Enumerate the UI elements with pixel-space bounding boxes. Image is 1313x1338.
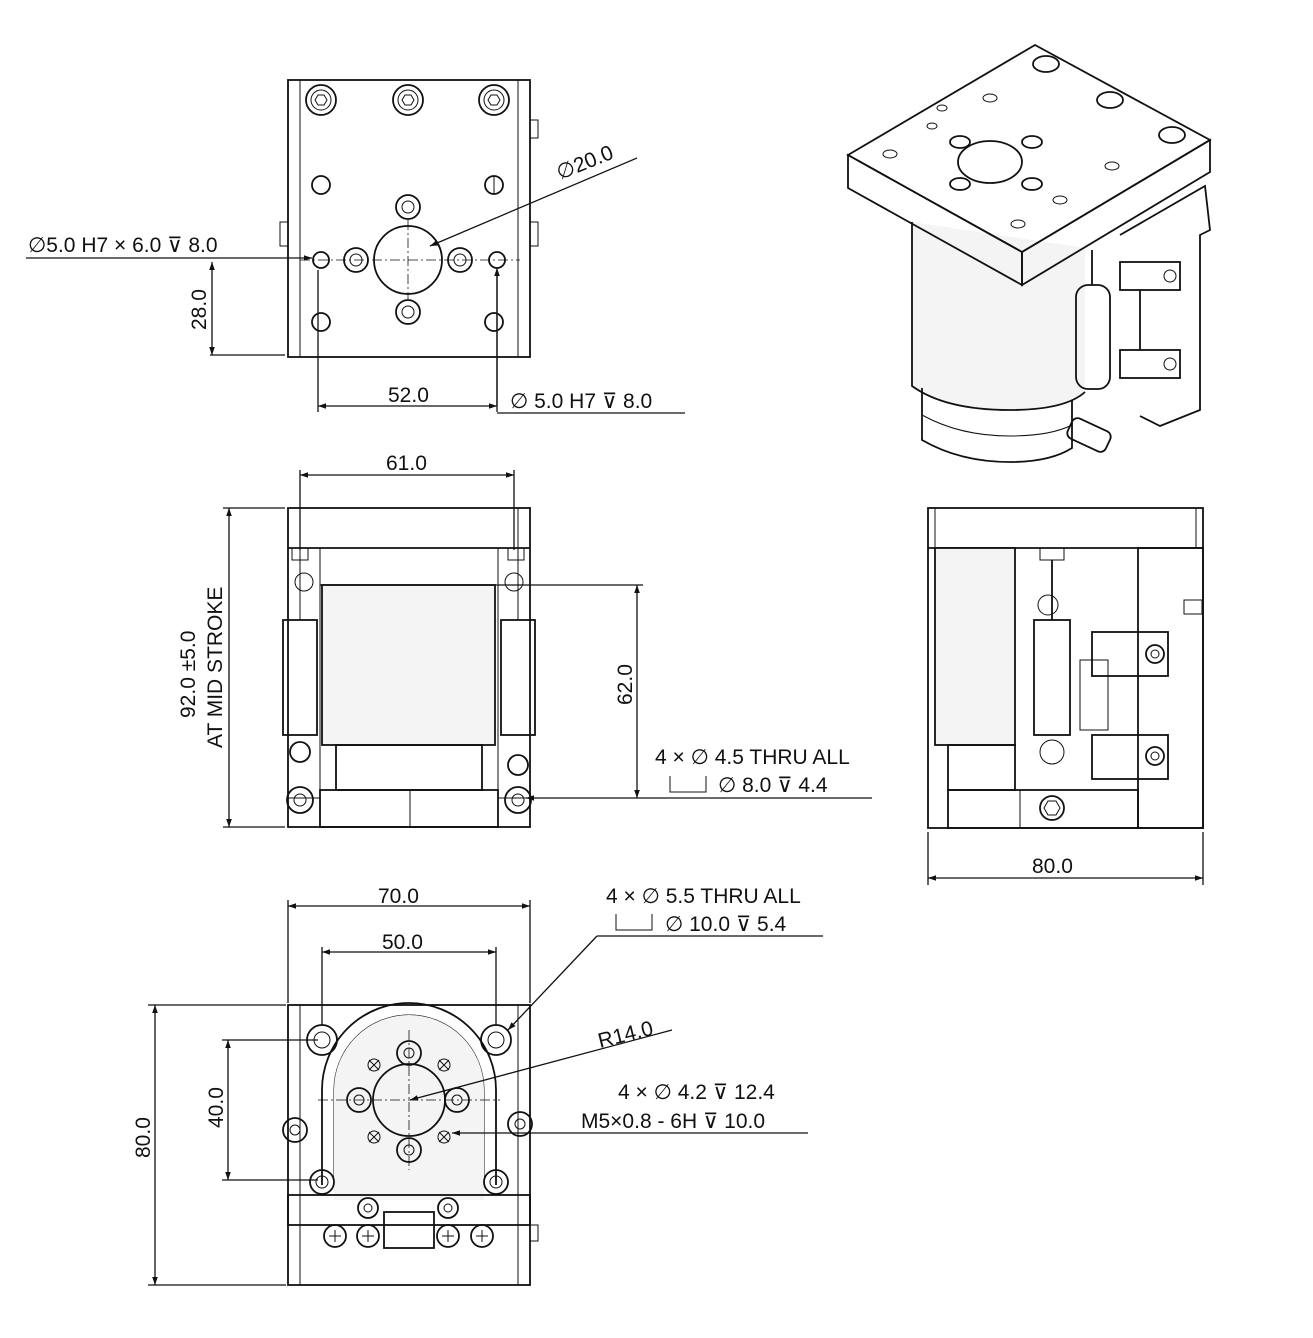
overall-height-line1: 92.0 ±5.0 [177, 631, 200, 718]
hex-nut-icon [1039, 795, 1065, 821]
socket-screw-icon [305, 84, 337, 116]
bottom-hole-callout-line2: ∅ 10.0 ⊽ 5.4 [665, 913, 787, 936]
thread-hole-icon [367, 1130, 381, 1144]
socket-screw-icon [1096, 91, 1124, 109]
isometric-view [846, 43, 1212, 463]
phillips-screw-icon [436, 1224, 460, 1248]
counterbore-hole-icon [504, 786, 532, 814]
socket-screw-icon [949, 135, 971, 149]
socket-screw-icon [1032, 55, 1060, 73]
pin-hole-right-callout: ∅ 5.0 H7 ⊽ 8.0 [510, 390, 652, 413]
socket-screw-icon [357, 1197, 379, 1219]
socket-screw-icon [478, 84, 510, 116]
socket-screw-icon [395, 194, 421, 220]
bottom-inner-width-dimension: 50.0 [382, 931, 423, 954]
phillips-screw-icon [356, 1224, 380, 1248]
thread-hole-icon [367, 1058, 381, 1072]
thread-hole-icon [437, 1058, 451, 1072]
socket-screw-icon [392, 84, 424, 116]
bottom-height-dimension: 40.0 [205, 1087, 228, 1128]
thread-callout-line1: 4 × ∅ 4.2 ⊽ 12.4 [618, 1081, 775, 1104]
bottom-outline [287, 1004, 531, 1286]
front-width-dimension: 61.0 [386, 452, 427, 475]
hex-screw-icon [1145, 644, 1165, 664]
socket-screw-icon [1021, 135, 1043, 149]
counterbore-hole-icon [286, 786, 314, 814]
phillips-screw-icon [323, 1224, 347, 1248]
bottom-view: 70.0 50.0 4 × ∅ 5.5 THRU ALL ∅ 10.0 ⊽ 5.… [132, 885, 823, 1286]
socket-screw-icon [1158, 126, 1186, 144]
overall-height-line2: AT MID STROKE [204, 587, 227, 748]
socket-screw-icon [437, 1197, 459, 1219]
front-hole-callout-line2: ∅ 8.0 ⊽ 4.4 [718, 774, 828, 797]
counterbore-hole-icon [309, 1169, 335, 1195]
counterbore-hole-icon [483, 1169, 509, 1195]
hex-screw-icon [507, 1111, 533, 1137]
top-view: ∅5.0 H7 × 6.0 ⊽ 8.0 ∅20.0 28.0 52.0 ∅ 5.… [26, 79, 685, 414]
hex-screw-icon [1145, 746, 1165, 766]
inner-height-dimension: 62.0 [614, 664, 637, 705]
top-plate-outline [287, 79, 531, 358]
side-view: 80.0 [927, 507, 1204, 885]
socket-screw-icon [395, 299, 421, 325]
height-offset-dimension: 28.0 [188, 289, 211, 330]
thread-hole-icon [437, 1130, 451, 1144]
bottom-outer-width-dimension: 70.0 [378, 885, 419, 908]
bottom-overall-height-dimension: 80.0 [132, 1117, 155, 1158]
radius-dimension: R14.0 [596, 1017, 656, 1053]
hex-screw-icon [282, 1117, 308, 1143]
bottom-hole-callout-line1: 4 × ∅ 5.5 THRU ALL [606, 885, 801, 908]
side-width-dimension: 80.0 [1032, 855, 1073, 878]
socket-screw-icon [949, 177, 971, 191]
pin-hole-left-callout: ∅5.0 H7 × 6.0 ⊽ 8.0 [28, 234, 218, 257]
socket-screw-icon [1021, 177, 1043, 191]
front-view: 61.0 92.0 ±5.0 AT MID STROKE 62.0 4 × ∅ … [177, 452, 872, 828]
thread-callout-line2: M5×0.8 - 6H ⊽ 10.0 [581, 1110, 765, 1133]
pin-spacing-dimension: 52.0 [388, 384, 429, 407]
phillips-screw-icon [470, 1224, 494, 1248]
bore-dimension: ∅20.0 [553, 141, 616, 184]
front-hole-callout-line1: 4 × ∅ 4.5 THRU ALL [655, 746, 850, 769]
counterbore-hole-icon [480, 1024, 512, 1056]
